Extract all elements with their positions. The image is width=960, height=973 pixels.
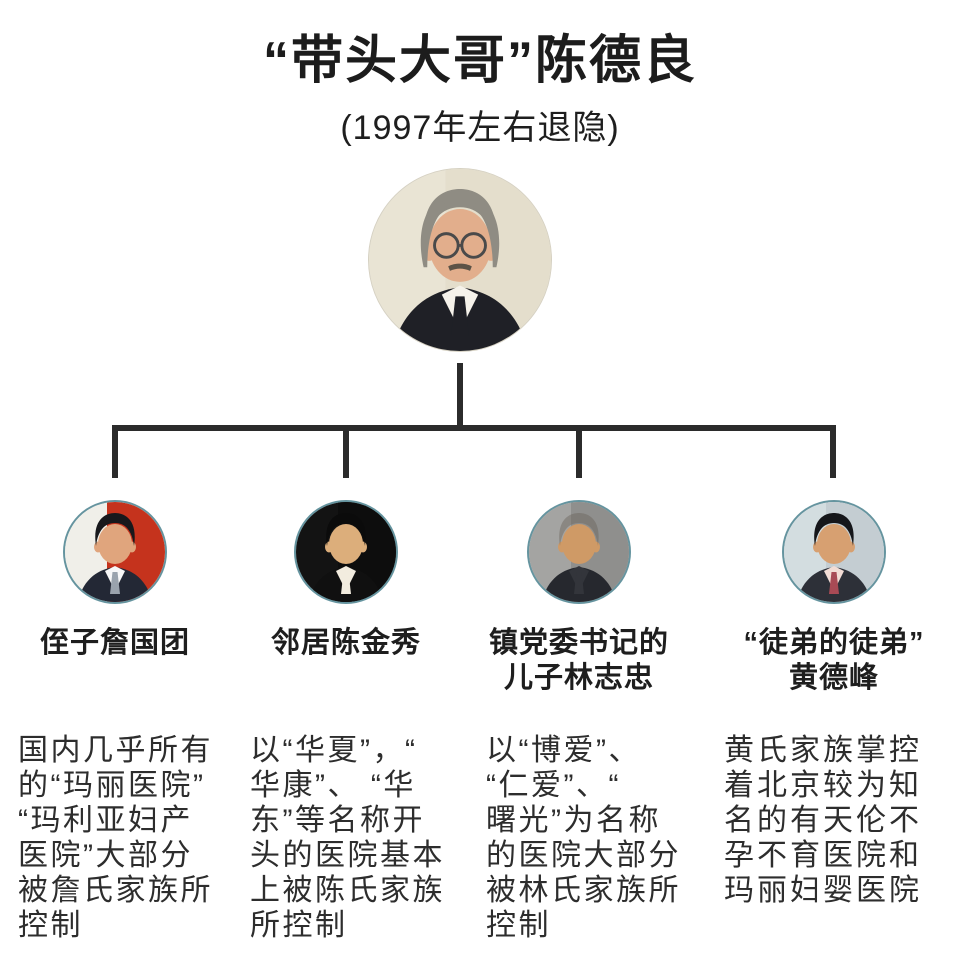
member-description-line: 的“玛丽医院” [18, 769, 206, 802]
tree-crossbar-line [112, 425, 836, 431]
member-description: 以“博爱”、“仁爱”、“曙光”为名称的医院大部分被林氏家族所控制 [486, 733, 682, 943]
root-portrait-photo [368, 168, 552, 352]
member-description-line: 东”等名称开 [250, 804, 425, 837]
tree-drop-line-4 [830, 431, 836, 478]
member-name: “徒弟的徒弟”黄德峰 [718, 626, 950, 696]
portrait-illustration [296, 502, 396, 602]
member-description-line: 名的有天伦不 [724, 804, 922, 837]
member-portrait-photo [294, 500, 398, 604]
page-title: “带头大哥”陈德良 [262, 32, 697, 90]
member-description-line: 控制 [18, 909, 83, 942]
member-description-line: 着北京较为知 [724, 769, 922, 802]
tree-drop-line-3 [576, 431, 582, 478]
member-description-line: 以“华夏”，“ [250, 734, 418, 767]
member-description: 以“华夏”，“华康”、 “华东”等名称开头的医院基本上被陈氏家族所控制 [250, 733, 452, 943]
member-description-line: 的医院大部分 [486, 839, 681, 872]
member-description-line: 以“博爱”、 [486, 734, 641, 767]
portrait-illustration [529, 502, 629, 602]
member-description-line: 被林氏家族所 [486, 874, 681, 907]
portrait-illustration [369, 169, 551, 351]
member-description-line: 控制 [486, 909, 551, 942]
member-description-line: 华康”、 “华 [250, 769, 416, 802]
member-portrait-photo [63, 500, 167, 604]
member-name-line: “徒弟的徒弟” [743, 627, 925, 659]
member-name: 邻居陈金秀 [240, 626, 452, 661]
member-name-line: 儿子林志忠 [503, 662, 654, 694]
member-description-line: 黄氏家族掌控 [724, 734, 922, 767]
member-description-line: 医院”大部分 [18, 839, 193, 872]
member-portrait-photo [782, 500, 886, 604]
member-description: 国内几乎所有的“玛丽医院”“玛利亚妇产医院”大部分被詹氏家族所控制 [18, 733, 222, 943]
portrait-illustration [65, 502, 165, 602]
member-portrait-photo [527, 500, 631, 604]
member-description-line: 头的医院基本 [250, 839, 445, 872]
member-description-line: 上被陈氏家族 [250, 874, 445, 907]
member-description-line: 孕不育医院和 [724, 839, 922, 872]
member-name-line: 侄子詹国团 [39, 627, 190, 659]
member-description-line: 被詹氏家族所 [18, 874, 213, 907]
tree-drop-line-1 [112, 431, 118, 478]
family-member-column-4: “徒弟的徒弟”黄德峰 黄氏家族掌控着北京较为知名的有天伦不孕不育医院和玛丽妇婴医… [718, 500, 950, 907]
member-description-line: “玛利亚妇产 [18, 804, 193, 837]
member-name-line: 邻居陈金秀 [270, 627, 421, 659]
member-name: 侄子詹国团 [8, 626, 222, 661]
tree-drop-line-2 [343, 431, 349, 478]
member-description: 黄氏家族掌控着北京较为知名的有天伦不孕不育医院和玛丽妇婴医院 [724, 733, 950, 908]
tree-stem-line [457, 363, 463, 425]
member-description-line: 曙光”为名称 [486, 804, 661, 837]
member-description-line: 所控制 [250, 909, 348, 942]
page-subtitle: (1997年左右退隐) [340, 109, 620, 147]
family-member-column-3: 镇党委书记的儿子林志忠 以“博爱”、“仁爱”、“曙光”为名称的医院大部分被林氏家… [476, 500, 682, 942]
member-description-line: “仁爱”、“ [486, 769, 621, 802]
family-member-column-1: 侄子詹国团 国内几乎所有的“玛丽医院”“玛利亚妇产医院”大部分被詹氏家族所控制 [8, 500, 222, 942]
member-description-line: 玛丽妇婴医院 [724, 874, 922, 907]
portrait-illustration [784, 502, 884, 602]
member-description-line: 国内几乎所有 [18, 734, 213, 767]
member-name-line: 镇党委书记的 [488, 627, 669, 659]
family-member-column-2: 邻居陈金秀 以“华夏”，“华康”、 “华东”等名称开头的医院基本上被陈氏家族所控… [240, 500, 452, 942]
member-name-line: 黄德峰 [788, 662, 879, 694]
member-name: 镇党委书记的儿子林志忠 [476, 626, 682, 696]
